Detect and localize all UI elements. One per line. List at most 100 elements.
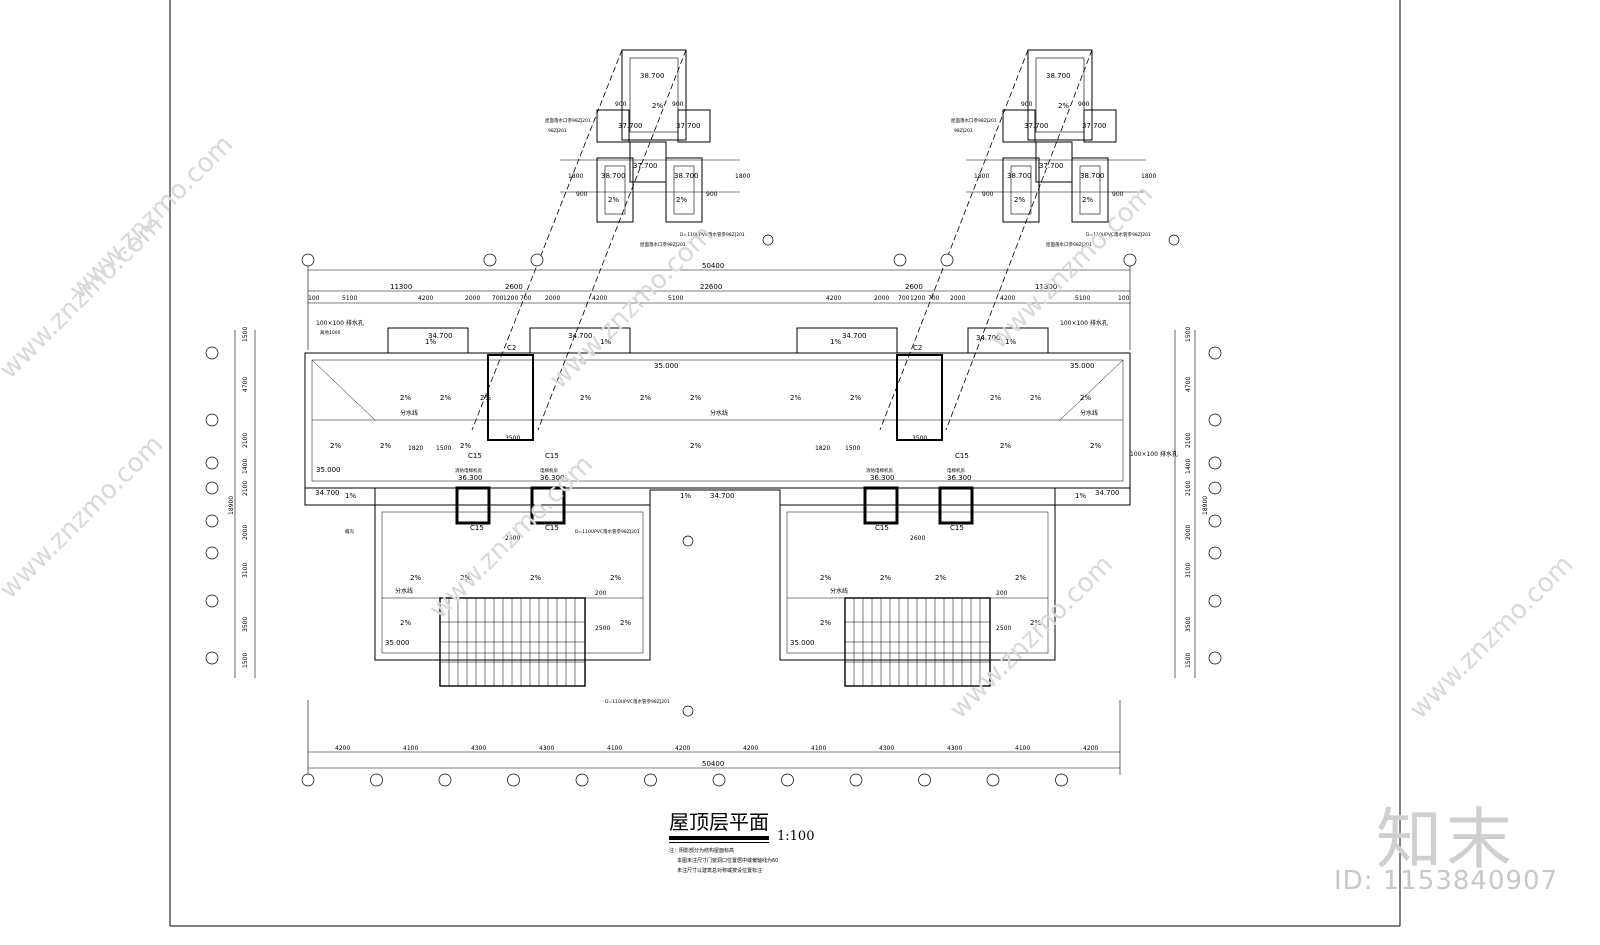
image-id: ID: 1153840907 [1334, 866, 1559, 896]
svg-text:38.700: 38.700 [1080, 172, 1105, 180]
svg-text:www.znzmo.com: www.znzmo.com [984, 180, 1159, 355]
slope-marker: 2% [790, 394, 801, 402]
slope-marker: 2% [400, 619, 411, 627]
axis-bubble [205, 481, 219, 495]
dimension-text: 3500 [242, 617, 249, 632]
elev-text: 38.700 [640, 72, 665, 80]
svg-text:34.700: 34.700 [568, 332, 593, 340]
dimension-text: 4200 [418, 295, 433, 302]
detail-plan-right-text: 38.700 37.700 37.700 38.700 37.700 38.70… [951, 72, 1180, 248]
dimension-text: 3500 [1185, 617, 1192, 632]
svg-text:37.700: 37.700 [633, 162, 658, 170]
axis-bubble [1208, 546, 1222, 560]
dimension-text: 4300 [539, 745, 554, 752]
slope-marker: 2% [880, 574, 891, 582]
roof-plan-labels: 100×100 排水孔 离地1000 100×100 排水孔 100×100 排… [315, 319, 1178, 717]
slope-marker: 1% [600, 338, 611, 346]
dimension-text: 2100 [242, 433, 249, 448]
svg-text:2%: 2% [608, 196, 619, 204]
svg-text:电梯机房: 电梯机房 [540, 467, 558, 474]
axis-bubble [1208, 651, 1222, 665]
slope-marker: 1% [345, 492, 356, 500]
svg-text:分水线: 分水线 [395, 587, 413, 595]
svg-text:900: 900 [576, 191, 588, 198]
svg-text:900: 900 [615, 101, 627, 108]
svg-text:36.300: 36.300 [947, 474, 972, 482]
axis-bubble [205, 514, 219, 528]
axis-bubble [370, 773, 383, 787]
svg-text:900: 900 [672, 101, 684, 108]
dimension-text: 100 [308, 295, 320, 302]
axis-bubble [507, 773, 520, 787]
title-underline [669, 836, 769, 840]
svg-text:2%: 2% [676, 196, 687, 204]
dimension-text: 1200 [910, 295, 925, 302]
svg-text:消防电梯机房: 消防电梯机房 [455, 467, 482, 474]
svg-text:1800: 1800 [1141, 173, 1156, 180]
dimension-text: 2000 [465, 295, 480, 302]
dimension-text: 5100 [342, 295, 357, 302]
slope-marker: 1% [1005, 338, 1016, 346]
drainage-lines [311, 359, 1124, 599]
title-underline-thin [669, 842, 769, 843]
slope-marker: 2% [935, 574, 946, 582]
svg-text:离地1000: 离地1000 [320, 329, 341, 336]
slope-marker: 2% [580, 394, 591, 402]
detail-plan-left [560, 49, 740, 223]
svg-text:1800: 1800 [735, 173, 750, 180]
slope-markers: 2%2%2%2%2%2%2%2%2%2%2%2%2%2%2%2%2%2%2%2%… [330, 338, 1101, 627]
dimension-text: 2000 [874, 295, 889, 302]
dimension-text: 700 [898, 295, 910, 302]
slope-marker: 2% [1030, 394, 1041, 402]
dimension-text: 4100 [811, 745, 826, 752]
svg-text:36.300: 36.300 [458, 474, 483, 482]
svg-text:37.700: 37.700 [1024, 122, 1049, 130]
dimension-text: 2000 [950, 295, 965, 302]
dimension-text: 2100 [1185, 481, 1192, 496]
slope-marker: 2% [690, 394, 701, 402]
svg-text:100×100 排水孔: 100×100 排水孔 [1060, 319, 1108, 327]
svg-text:200: 200 [996, 590, 1008, 597]
axis-bubble [1208, 413, 1222, 427]
slope-marker: 2% [850, 394, 861, 402]
svg-text:34.700: 34.700 [710, 492, 735, 500]
svg-text:分水线: 分水线 [400, 409, 418, 417]
svg-text:3500: 3500 [912, 435, 927, 442]
dimension-text: 1500 [242, 327, 249, 342]
slope-marker: 2% [990, 394, 1001, 402]
dimension-text: 1500 [1185, 653, 1192, 668]
axis-bubble [1055, 773, 1068, 787]
axis-bubble [205, 651, 219, 665]
slope-marker: 2% [820, 574, 831, 582]
svg-text:2%: 2% [1082, 196, 1093, 204]
slope-marker: 2% [410, 574, 421, 582]
dimension-text: 1400 [1185, 459, 1192, 474]
svg-text:2%: 2% [1014, 196, 1025, 204]
dimension-text: 2600 [905, 283, 923, 291]
svg-text:100×100 排水孔: 100×100 排水孔 [316, 319, 364, 327]
axis-bubble [1208, 346, 1222, 360]
dimension-text: 4700 [242, 377, 249, 392]
slope-marker: 2% [640, 394, 651, 402]
svg-text:C15: C15 [545, 524, 559, 532]
axis-bubble [205, 346, 219, 360]
solar-panel-grid [440, 598, 990, 686]
dimension-text: 4300 [879, 745, 894, 752]
svg-text:38.700: 38.700 [1007, 172, 1032, 180]
svg-text:34.700: 34.700 [842, 332, 867, 340]
svg-text:C2: C2 [507, 344, 516, 352]
svg-text:34.700: 34.700 [315, 489, 340, 497]
dimension-text: 4200 [675, 745, 690, 752]
svg-text:C15: C15 [545, 452, 559, 460]
axis-bubble [1208, 594, 1222, 608]
axis-bubble [205, 413, 219, 427]
axis-bubble [986, 773, 1000, 787]
svg-text:分水线: 分水线 [830, 587, 848, 595]
dimension-text: 2000 [242, 525, 249, 540]
svg-text:38.700: 38.700 [674, 172, 699, 180]
drawing-title: 屋顶层平面 [669, 810, 769, 834]
dimension-text: 4200 [826, 295, 841, 302]
svg-text:98ZJ201: 98ZJ201 [954, 128, 973, 134]
dimension-text: 1400 [242, 459, 249, 474]
